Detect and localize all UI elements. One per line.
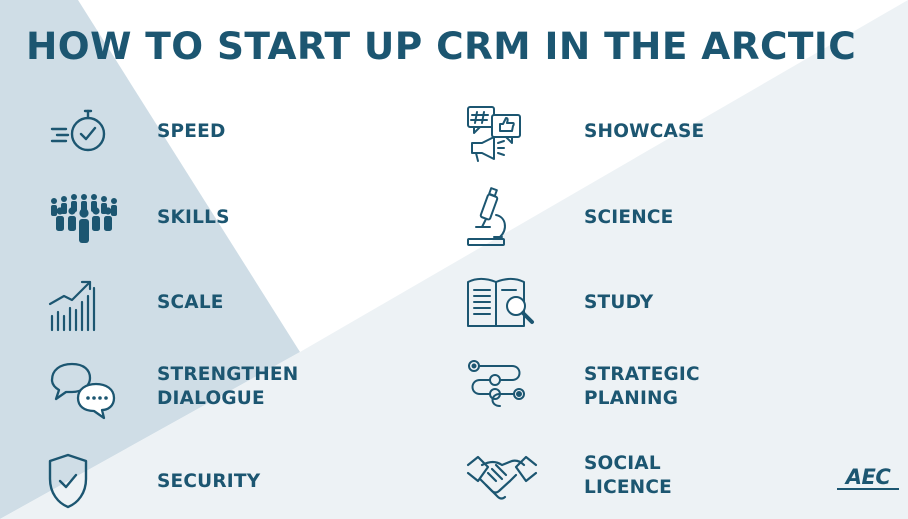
left-panel-shape — [0, 0, 300, 519]
item-label: SECURITY — [157, 471, 261, 492]
item-security: SECURITY — [48, 451, 260, 513]
item-social-licence: SOCIAL LICENCE — [466, 445, 672, 507]
item-study: STUDY — [466, 272, 653, 334]
item-skills: SKILLS — [48, 187, 230, 249]
item-label: SCIENCE — [584, 207, 674, 228]
growth-bar-chart-icon — [48, 272, 120, 334]
social-media-megaphone-icon — [466, 101, 538, 163]
item-speed: SPEED — [48, 101, 226, 163]
page-title: HOW TO START UP CRM IN THE ARCTIC — [26, 24, 857, 68]
item-label: STRATEGIC PLANING — [584, 364, 700, 409]
handshake-icon — [466, 445, 538, 507]
item-label: STRENGTHEN DIALOGUE — [157, 364, 299, 409]
chat-bubbles-icon — [48, 356, 120, 420]
stopwatch-check-icon — [48, 101, 120, 163]
item-strategic-planing: STRATEGIC PLANING — [466, 356, 700, 418]
shield-check-icon — [48, 451, 120, 513]
item-strengthen-dialogue: STRENGTHEN DIALOGUE — [48, 356, 299, 420]
open-book-magnifier-icon — [466, 272, 538, 334]
crowd-people-icon — [48, 187, 120, 249]
item-science: SCIENCE — [466, 187, 674, 249]
item-showcase: SHOWCASE — [466, 101, 704, 163]
logo-rule — [837, 488, 899, 490]
roadmap-path-icon — [466, 356, 538, 418]
item-label: SPEED — [157, 121, 226, 142]
aec-logo: AEC — [835, 466, 901, 490]
item-label: SKILLS — [157, 207, 230, 228]
item-label: STUDY — [584, 292, 654, 313]
item-label: SHOWCASE — [584, 121, 705, 142]
logo-mark: AEC — [845, 465, 891, 489]
item-label: SOCIAL LICENCE — [584, 453, 672, 498]
item-label: SCALE — [157, 292, 224, 313]
item-scale: SCALE — [48, 272, 224, 334]
microscope-icon — [466, 187, 538, 249]
